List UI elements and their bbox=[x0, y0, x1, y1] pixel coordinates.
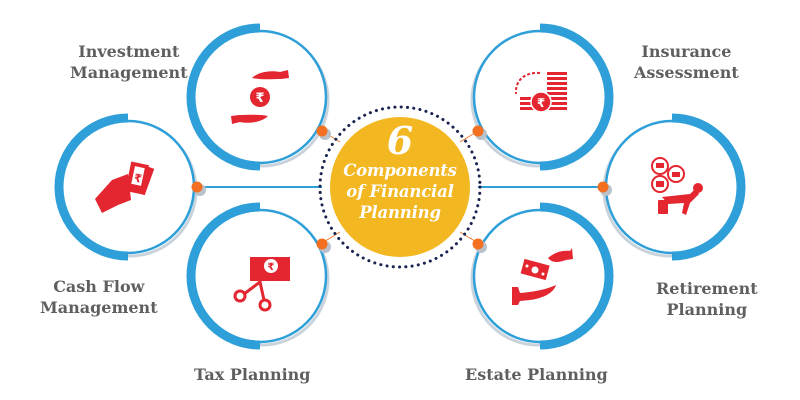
svg-text:₹: ₹ bbox=[133, 171, 144, 185]
hands-rupee-icon: ₹ bbox=[231, 70, 289, 124]
ring-retirement bbox=[602, 113, 746, 261]
svg-text:₹: ₹ bbox=[537, 96, 545, 110]
center-hub bbox=[318, 105, 482, 269]
label-line: Tax Planning bbox=[194, 365, 311, 384]
label-line: Planning bbox=[666, 300, 748, 319]
center-title-line-1: Components bbox=[343, 161, 457, 180]
label-tax-planning: Tax Planning bbox=[194, 364, 311, 385]
scissors-rupee-note-icon: ₹ bbox=[233, 257, 290, 312]
label-insurance-assessment: Insurance Assessment bbox=[634, 41, 739, 83]
center-title-line-2: of Financial bbox=[346, 182, 454, 201]
label-line: Management bbox=[40, 298, 158, 317]
label-line: Retirement bbox=[656, 279, 758, 298]
label-cash-flow-management: Cash Flow Management bbox=[40, 276, 158, 318]
center-title: 6 Components of Financial Planning bbox=[330, 122, 470, 223]
label-line: Estate Planning bbox=[465, 365, 608, 384]
hand-over-money-icon bbox=[512, 248, 573, 305]
relaxing-person-icon bbox=[651, 157, 703, 215]
ring-estate bbox=[470, 202, 614, 350]
label-retirement-planning: Retirement Planning bbox=[656, 278, 758, 320]
label-line: Management bbox=[70, 63, 188, 82]
connector-dots bbox=[191, 125, 612, 253]
label-line: Assessment bbox=[634, 63, 739, 82]
svg-text:₹: ₹ bbox=[268, 262, 275, 273]
label-line: Cash Flow bbox=[53, 277, 145, 296]
label-line: Investment bbox=[78, 42, 180, 61]
coin-stack-rupee-icon: ₹ bbox=[514, 71, 567, 113]
center-number: 6 bbox=[386, 118, 414, 163]
label-estate-planning: Estate Planning bbox=[465, 364, 608, 385]
label-investment-management: Investment Management bbox=[70, 41, 188, 83]
hand-cash-icon: ₹ bbox=[95, 161, 155, 213]
svg-text:₹: ₹ bbox=[255, 91, 264, 106]
center-title-line-3: Planning bbox=[359, 203, 441, 222]
label-line: Insurance bbox=[641, 42, 732, 61]
